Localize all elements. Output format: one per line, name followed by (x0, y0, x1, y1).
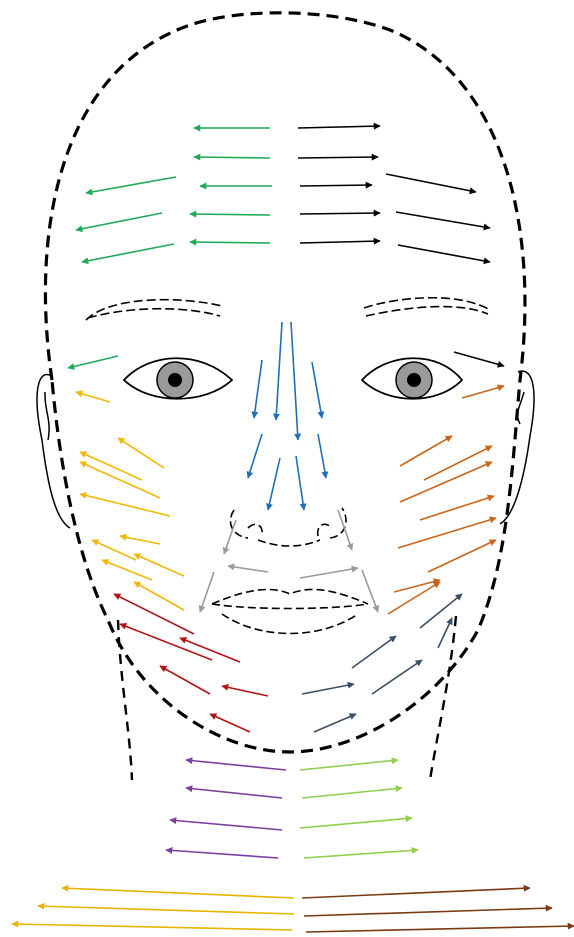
temple-right-arrows (454, 352, 504, 366)
collar-left-arrow (38, 906, 294, 914)
cheek-right-arrow (424, 446, 492, 480)
neck-lines (118, 616, 456, 780)
ears (37, 371, 534, 528)
cheek-right-arrows (388, 386, 504, 614)
jaw-right-arrow (352, 636, 396, 668)
eyebrows (86, 298, 490, 320)
forehead-right-arrow (398, 245, 490, 262)
forehead-right-arrow (300, 185, 372, 186)
nose-arrows (248, 322, 326, 510)
collar-left-arrow (12, 924, 292, 930)
jaw-left-arrow (114, 594, 194, 634)
forehead-left-arrow (194, 157, 270, 158)
nose (230, 508, 346, 546)
cheek-left-arrows (76, 392, 184, 610)
mouth (212, 589, 368, 633)
collar-right-arrow (302, 888, 530, 898)
cheek-left-arrow (134, 554, 184, 576)
neck-right-arrow (304, 850, 418, 858)
nose-arrow (268, 458, 280, 510)
jaw-left-arrows (114, 594, 268, 732)
neck-right-arrows (300, 760, 418, 858)
forehead-left-arrow (86, 177, 176, 193)
forehead-right-arrow (396, 212, 490, 228)
right-ear (500, 371, 534, 524)
neck-left-arrow (170, 820, 282, 830)
forehead-right-arrow (386, 174, 476, 192)
neck-left-arrow (186, 760, 286, 770)
nose-arrow (296, 456, 304, 510)
forehead-right-arrow (298, 126, 380, 128)
collar-right-arrow (304, 908, 552, 916)
jaw-right-arrows (302, 594, 462, 732)
neck-right-arrow (302, 788, 402, 798)
forehead-left-arrow (76, 213, 162, 230)
mouth-arrow (300, 568, 358, 578)
forehead-right-arrow (300, 241, 380, 243)
temple-left-arrows (68, 356, 118, 368)
cheek-left-arrow (80, 462, 160, 498)
forehead-right-arrow (298, 157, 378, 158)
mouth-arrows (200, 510, 378, 612)
cheek-right-arrow (400, 462, 492, 502)
nose-arrow (276, 322, 282, 420)
nose-arrow (312, 362, 322, 418)
neck-right-arrow (300, 818, 412, 828)
forehead-left-arrow (190, 242, 270, 243)
nose-arrow (248, 434, 262, 478)
left-ear-inner (45, 392, 49, 440)
nose-arrow (318, 434, 326, 478)
jaw-right-arrow (438, 618, 452, 648)
cheek-left-arrow (120, 536, 160, 544)
neck-left-arrows (166, 760, 286, 858)
collar-right-arrows (302, 888, 574, 932)
mouth-arrow (228, 566, 268, 572)
cheek-right-arrow (398, 518, 496, 548)
left-eyebrow (86, 300, 222, 320)
neck-left-arrow (166, 850, 278, 858)
collar-left-arrows (12, 888, 294, 930)
cheek-right-arrow (400, 436, 452, 466)
neck-left-arrow (186, 788, 282, 798)
cheek-right-arrow (428, 540, 496, 572)
cheek-left-arrow (92, 540, 136, 560)
jaw-right-arrow (302, 684, 354, 694)
cheek-right-arrow (462, 386, 504, 398)
jaw-left-arrow (210, 714, 250, 732)
cheek-left-arrow (134, 582, 184, 610)
cheek-left-arrow (118, 438, 164, 468)
temple-left-arrow (68, 356, 118, 368)
forehead-left-arrows (76, 128, 272, 262)
cheek-left-arrow (76, 392, 110, 402)
forehead-right-arrow (300, 213, 380, 214)
right-eye (362, 358, 462, 399)
collar-left-arrow (62, 888, 294, 898)
jaw-right-arrow (314, 714, 356, 732)
mouth-arrow (200, 572, 214, 612)
forehead-left-arrow (82, 244, 174, 262)
nose-arrow (291, 322, 298, 440)
jaw-right-arrow (372, 660, 422, 694)
neck-left-line (118, 620, 132, 780)
forehead-right-arrows (298, 126, 490, 262)
mouth-arrow (362, 570, 378, 612)
jaw-left-arrow (160, 666, 210, 694)
left-eye (124, 358, 232, 399)
collar-right-arrow (306, 926, 574, 932)
cheek-left-arrow (102, 560, 152, 580)
neck-right-arrow (300, 760, 398, 770)
mouth-arrow (224, 520, 236, 554)
jaw-left-arrow (222, 686, 268, 696)
temple-right-arrow (454, 352, 504, 366)
neck-right-line (430, 616, 456, 780)
jaw-left-arrow (120, 624, 212, 660)
nose-arrow (254, 360, 262, 418)
left-ear (37, 374, 70, 528)
forehead-left-arrow (190, 214, 270, 215)
right-eyebrow (364, 298, 490, 316)
cheek-right-arrow (420, 496, 494, 520)
